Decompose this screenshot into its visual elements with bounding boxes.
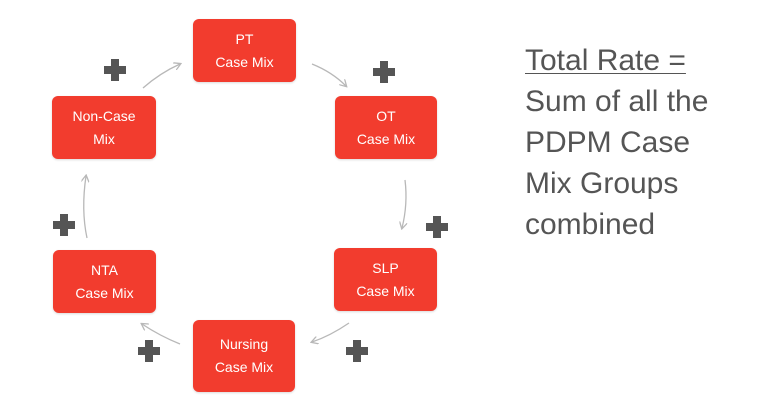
plus-icon	[53, 214, 75, 236]
plus-icon	[104, 59, 126, 81]
arrow-slp-to-nursing	[312, 322, 350, 342]
node-noncase-line2: Mix	[93, 130, 115, 147]
node-slp-line1: SLP	[372, 259, 399, 276]
plus-icon	[373, 61, 395, 83]
node-ot-line1: OT	[376, 107, 396, 124]
node-nta: NTA Case Mix	[53, 250, 156, 313]
arrow-pt-to-ot	[311, 63, 346, 86]
node-ot: OT Case Mix	[335, 96, 437, 159]
node-nta-line1: NTA	[91, 261, 118, 278]
formula-line: PDPM Case	[525, 126, 691, 159]
node-pt-line2: Case Mix	[215, 53, 274, 70]
node-slp-line2: Case Mix	[356, 282, 415, 299]
node-slp: SLP Case Mix	[334, 248, 437, 311]
node-nursing: Nursing Case Mix	[193, 320, 295, 392]
formula-line: Mix Groups	[525, 167, 679, 200]
total-rate-formula: Total Rate = Sum of all the PDPM Case Mi…	[525, 40, 755, 245]
formula-line: combined	[525, 208, 656, 241]
node-nursing-line2: Case Mix	[214, 359, 274, 375]
node-nta-line2: Case Mix	[75, 284, 134, 301]
node-nursing-line1: Nursing	[219, 336, 269, 352]
plus-icon	[138, 340, 160, 362]
plus-icon	[426, 216, 448, 238]
node-noncase-line1: Non-Case	[72, 107, 136, 124]
node-noncase: Non-Case Mix	[52, 96, 156, 159]
plus-icon	[346, 340, 368, 362]
formula-title: Total Rate =	[525, 44, 686, 77]
arrow-noncase-to-pt	[142, 64, 180, 89]
formula-line: Sum of all the	[525, 85, 709, 118]
arrow-ot-to-slp	[402, 179, 406, 228]
arrow-nta-to-noncase	[84, 176, 87, 239]
arrow-nursing-to-nta	[142, 324, 181, 345]
node-ot-line2: Case Mix	[356, 130, 416, 147]
node-pt-line1: PT	[235, 30, 254, 47]
node-pt: PT Case Mix	[193, 19, 296, 82]
